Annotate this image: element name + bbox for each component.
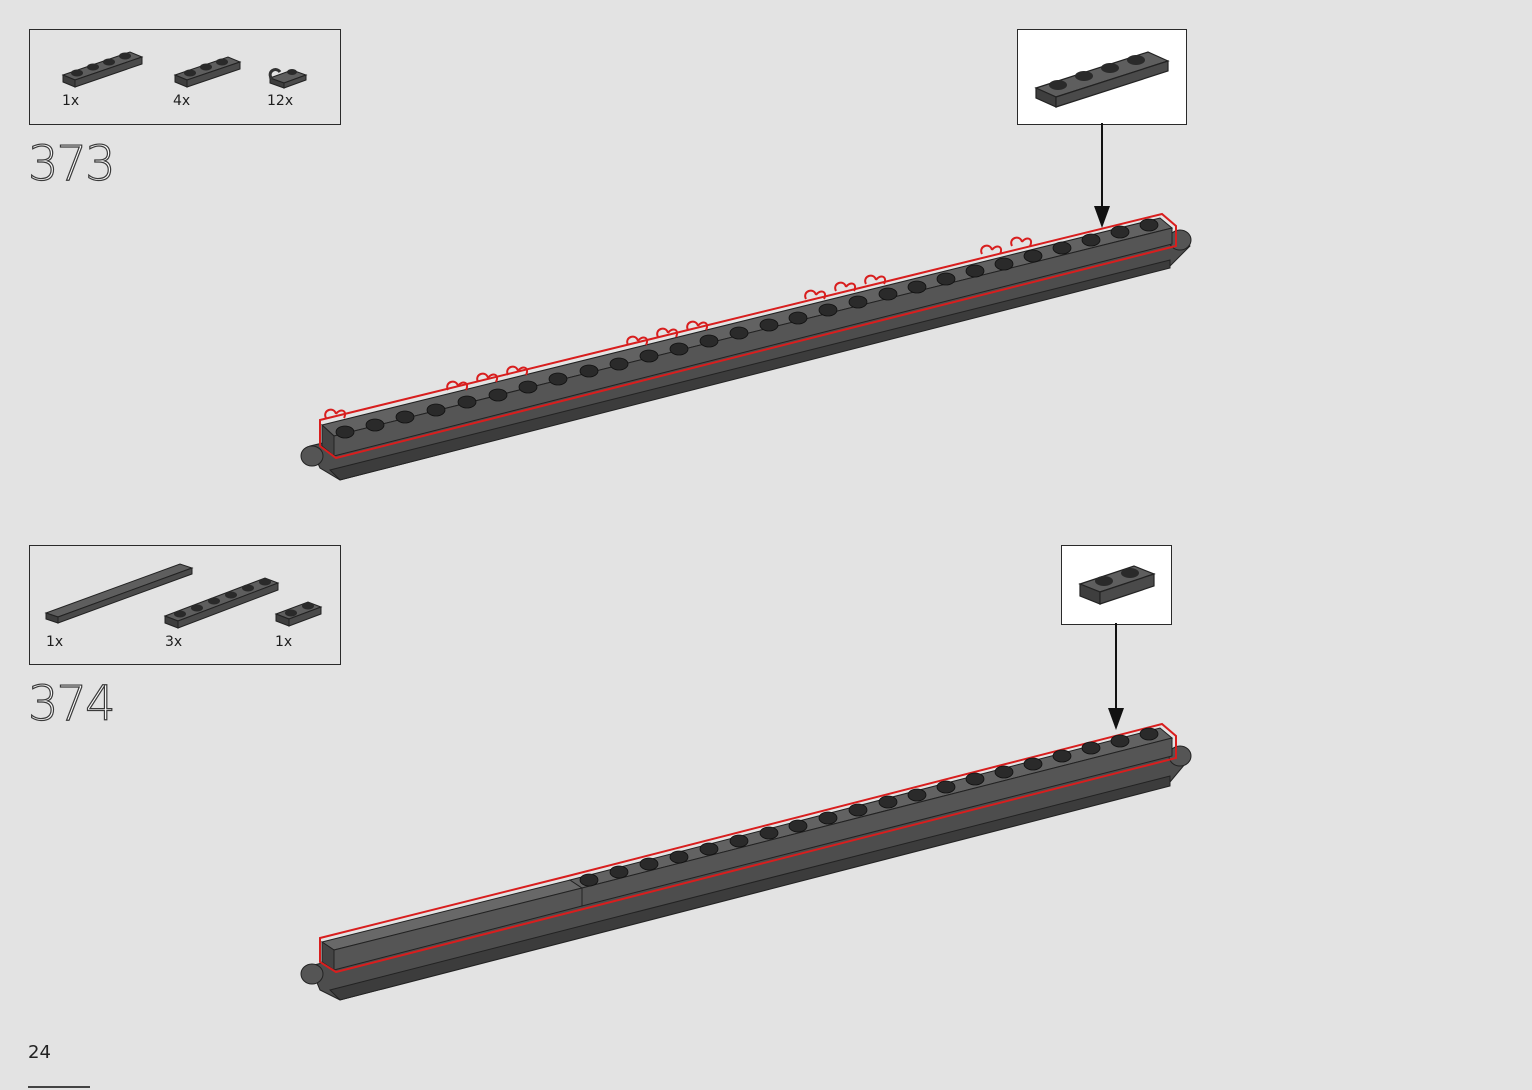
footer-rule [28,1086,90,1088]
placement-arrow [1108,623,1124,730]
placement-arrow [1094,123,1110,228]
model-step-373 [301,214,1191,480]
page-number: 24 [28,1042,51,1063]
model-step-374 [301,724,1191,1000]
